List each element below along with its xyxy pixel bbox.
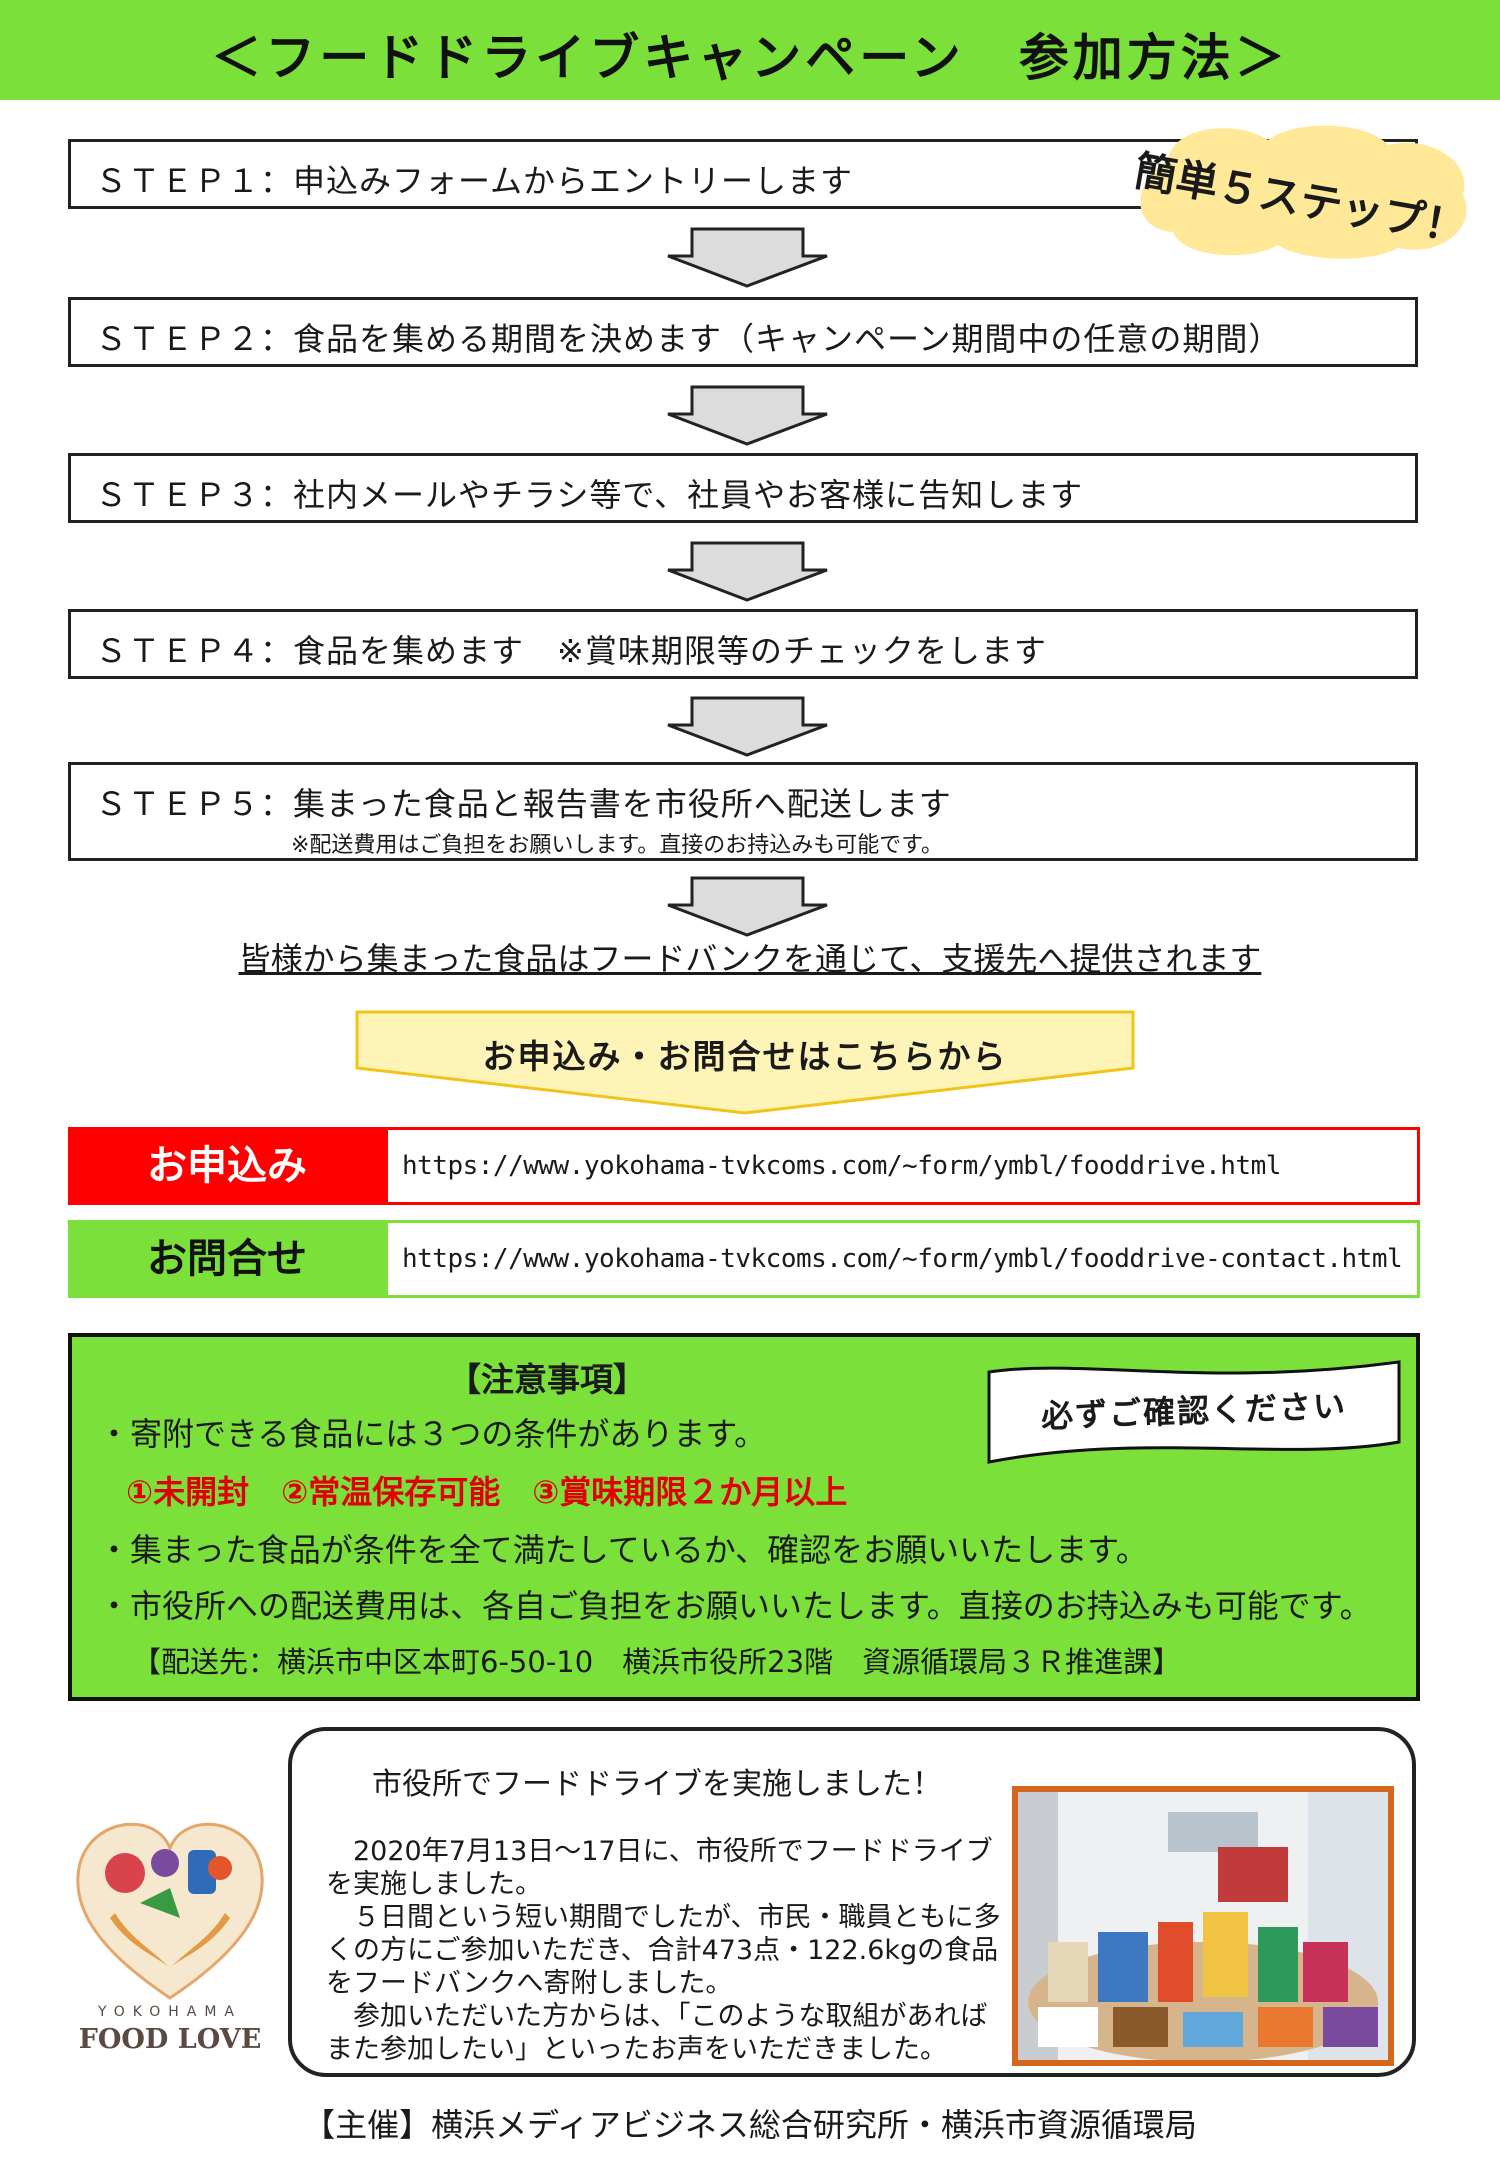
wavy-banner-shape xyxy=(987,1360,1401,1464)
apply-row: お申込み https://www.yokohama-tvkcoms.com/~f… xyxy=(68,1127,1420,1205)
result-text: 皆様から集まった食品はフードバンクを通じて、支援先へ提供されます xyxy=(238,940,1262,978)
report-paragraph: 2020年7月13日～17日に、市役所でフードドライブを実施しました。 xyxy=(326,1836,993,1900)
step-3-box: ＳＴＥＰ３：社内メールやチラシ等で、社員やお客様に告知します xyxy=(68,453,1418,523)
down-arrow-icon xyxy=(667,227,828,288)
contact-label: お問合せ xyxy=(147,1236,307,1282)
logo-top-text: YOKOHAMA xyxy=(97,2004,242,2020)
heart-logo-icon xyxy=(76,1822,264,2000)
step-3-text: ＳＴＥＰ３：社内メールやチラシ等で、社員やお客様に告知します xyxy=(95,476,1084,514)
step-4-text: ＳＴＥＰ４：食品を集めます ※賞味期限等のチェックをします xyxy=(95,632,1047,670)
easy-steps-badge: 簡単５ステップ！ xyxy=(1128,120,1474,260)
logo-bottom-text: FOOD LOVE xyxy=(78,2024,262,2055)
report-paragraph: 参加いただいた方からは、「このような取組があればまた参加したい」といったお声をい… xyxy=(326,2001,988,2065)
donated-food-photo xyxy=(1012,1786,1394,2066)
step-5-text: ＳＴＥＰ５：集まった食品と報告書を市役所へ配送します xyxy=(95,785,952,823)
title-bar: ＜フードドライブキャンペーン 参加方法＞ xyxy=(0,0,1500,100)
down-arrow-icon xyxy=(667,541,828,602)
notes-heading: 【注意事項】 xyxy=(448,1360,646,1399)
food-pile-image xyxy=(1018,1792,1388,2060)
report-title: 市役所でフードドライブを実施しました！ xyxy=(372,1767,942,1802)
step-1-text: ＳＴＥＰ１：申込みフォームからエントリーします xyxy=(95,162,854,200)
step-4-box: ＳＴＥＰ４：食品を集めます ※賞味期限等のチェックをします xyxy=(68,609,1418,679)
confirm-banner: 必ずご確認ください xyxy=(985,1358,1403,1468)
cta-arrow-shape xyxy=(355,1010,1135,1115)
contact-row: お問合せ https://www.yokohama-tvkcoms.com/~f… xyxy=(68,1220,1420,1298)
cta-text: お申込み・お問合せはこちらから xyxy=(482,1037,1008,1076)
notes-line-3: ・市役所への配送費用は、各自ご負担をお願いいたします。直接のお持込みも可能です。 xyxy=(98,1587,1372,1625)
apply-label: お申込み xyxy=(147,1143,307,1189)
down-arrow-icon xyxy=(667,876,828,937)
notes-line-1: ・寄附できる食品には３つの条件があります。 xyxy=(98,1415,767,1453)
report-paragraph: ５日間という短い期間でしたが、市民・職員ともに多くの方にご参加いただき、合計47… xyxy=(326,1902,1001,1999)
notes-conditions: ①未開封 ②常温保存可能 ③賞味期限２か月以上 xyxy=(126,1473,848,1511)
yokohama-food-love-logo: YOKOHAMA FOOD LOVE xyxy=(70,1808,270,2078)
page-title: ＜フードドライブキャンペーン 参加方法＞ xyxy=(211,29,1289,87)
step-5-box: ＳＴＥＰ５：集まった食品と報告書を市役所へ配送します ※配送費用はご負担をお願い… xyxy=(68,762,1418,861)
report-body: 2020年7月13日～17日に、市役所でフードドライブを実施しました。 ５日間と… xyxy=(326,1835,1006,2066)
down-arrow-icon xyxy=(667,385,828,446)
step-2-text: ＳＴＥＰ２：食品を集める期間を決めます（キャンペーン期間中の任意の期間） xyxy=(95,320,1282,358)
cta-banner: お申込み・お問合せはこちらから xyxy=(355,1010,1135,1115)
notes-address: 【配送先：横浜市中区本町6-50-10 横浜市役所23階 資源循環局３Ｒ推進課】 xyxy=(132,1645,1182,1679)
step-2-box: ＳＴＥＰ２：食品を集める期間を決めます（キャンペーン期間中の任意の期間） xyxy=(68,297,1418,367)
notes-line-2: ・集まった食品が条件を全て満たしているか、確認をお願いいたします。 xyxy=(98,1531,1148,1569)
down-arrow-icon xyxy=(667,696,828,757)
cloud-shape-icon xyxy=(1140,125,1467,259)
report-box: 市役所でフードドライブを実施しました！ 2020年7月13日～17日に、市役所で… xyxy=(288,1727,1416,2077)
contact-url-link[interactable]: https://www.yokohama-tvkcoms.com/~form/y… xyxy=(388,1223,1417,1295)
apply-url-link[interactable]: https://www.yokohama-tvkcoms.com/~form/y… xyxy=(388,1130,1417,1202)
organizer-footer: 【主催】横浜メディアビジネス総合研究所・横浜市資源循環局 xyxy=(303,2106,1197,2144)
step-5-note: ※配送費用はご負担をお願いします。直接のお持込みも可能です。 xyxy=(291,833,944,858)
